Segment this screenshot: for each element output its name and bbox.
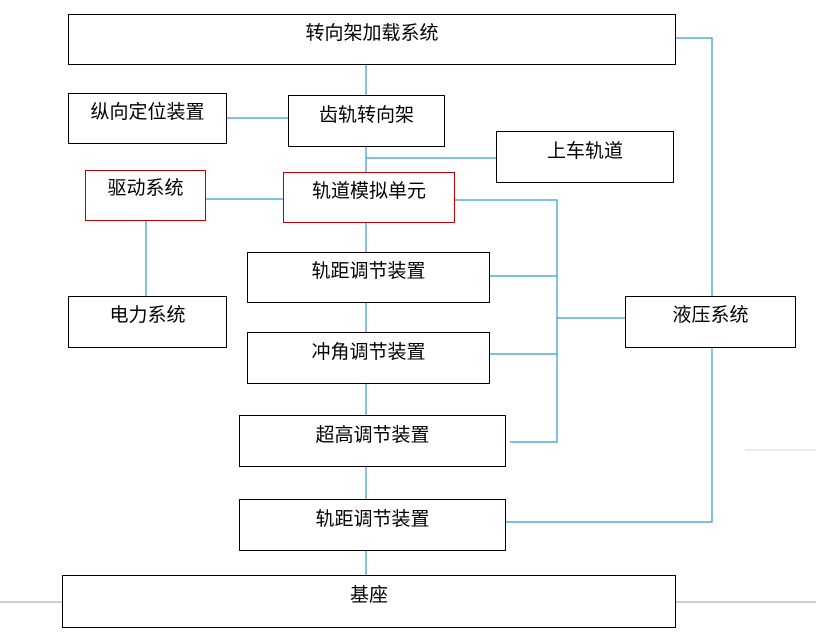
power-system-label: 电力系统 [109,304,186,326]
gauge-adjust-box-2: 轨距调节装置 [239,499,506,551]
upper-track-label: 上车轨道 [546,140,623,162]
bogie-loading-system-box: 转向架加载系统 [68,14,676,65]
gauge-adjust-label-2: 轨距调节装置 [315,508,430,530]
connector-loading-to-hydraulic [676,37,713,297]
hydraulic-system-box: 液压系统 [625,296,796,348]
track-simulation-unit-label: 轨道模拟单元 [311,180,426,202]
bogie-loading-system-label: 转向架加载系统 [305,22,439,44]
longitudinal-positioning-box: 纵向定位装置 [68,93,227,144]
rack-bogie-box: 齿轨转向架 [288,95,445,147]
connector-hydraulic-to-gauge2 [506,347,713,523]
base-box: 基座 [62,575,676,628]
base-label: 基座 [349,584,388,606]
upper-track-box: 上车轨道 [496,131,674,183]
connector-track-unit-to-hydraulic-bus [455,199,558,443]
attack-angle-adjust-box: 冲角调节装置 [247,332,490,384]
gauge-adjust-box-1: 轨距调节装置 [247,252,490,303]
drive-system-label: 驱动系统 [107,177,184,199]
attack-angle-adjust-label: 冲角调节装置 [311,341,426,363]
rack-bogie-label: 齿轨转向架 [318,104,414,126]
hydraulic-system-label: 液压系统 [672,304,749,326]
superelevation-adjust-box: 超高调节装置 [239,415,506,467]
longitudinal-positioning-label: 纵向定位装置 [90,101,205,123]
gauge-adjust-label-1: 轨距调节装置 [311,260,426,282]
superelevation-adjust-label: 超高调节装置 [315,424,430,446]
power-system-box: 电力系统 [68,296,227,348]
track-simulation-unit-box: 轨道模拟单元 [283,172,455,223]
drive-system-box: 驱动系统 [85,170,206,221]
